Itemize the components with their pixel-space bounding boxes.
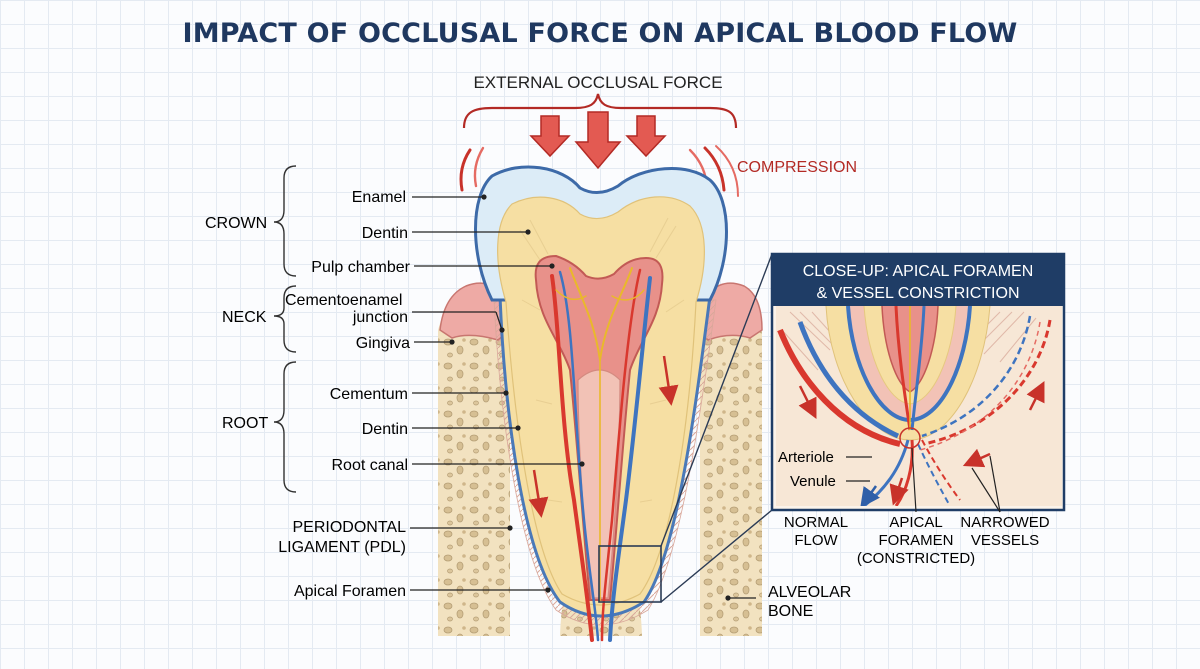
label-cej-line1: Cementoenamel	[285, 292, 402, 309]
compression-arcs	[459, 145, 739, 197]
page-title: IMPACT OF OCCLUSAL FORCE ON APICAL BLOOD…	[182, 18, 1018, 49]
closeup-panel: CLOSE-UP: APICAL FORAMEN & VESSEL CONSTR…	[770, 252, 1066, 513]
closeup-header	[772, 254, 1064, 306]
region-crown: CROWN	[205, 215, 267, 232]
caption-narrowed-line2: VESSELS	[971, 532, 1039, 549]
label-pdl-line1: PERIODONTAL	[293, 519, 407, 536]
caption-normal-line1: NORMAL	[784, 514, 848, 531]
closeup-callout	[660, 253, 773, 603]
left-labels: Enamel Dentin Pulp chamber Cementoenamel…	[278, 189, 410, 600]
apical-region-box	[598, 545, 662, 603]
closeup-narrowed-vein	[921, 315, 1032, 438]
label-apical-foramen: Apical Foramen	[294, 583, 406, 600]
label-pdl-line2: LIGAMENT (PDL)	[278, 539, 406, 556]
caption-apical-line3: (CONSTRICTED)	[857, 550, 975, 567]
tooth	[474, 165, 728, 642]
label-gingiva: Gingiva	[356, 335, 410, 352]
label-pulp-chamber: Pulp chamber	[311, 259, 410, 276]
leader-lines	[410, 194, 756, 601]
closeup-normal-vein	[797, 321, 900, 439]
closeup-captions: NORMAL FLOW APICAL FORAMEN (CONSTRICTED)…	[784, 514, 1050, 567]
closeup-narrowed-artery	[923, 319, 1052, 446]
label-cej-line2: junction	[352, 309, 408, 326]
caption-normal-line2: FLOW	[794, 532, 838, 549]
label-alveolar-bone-line1: ALVEOLAR	[768, 584, 851, 601]
closeup-normal-artery	[777, 328, 901, 447]
flow-arrows	[528, 355, 679, 518]
label-dentin-crown: Dentin	[362, 225, 408, 242]
caption-apical-line1: APICAL	[889, 514, 942, 531]
force-arrow-left	[529, 115, 571, 158]
pulp-vessels	[550, 267, 652, 642]
label-root-canal: Root canal	[332, 457, 409, 474]
force-arrows	[529, 111, 667, 170]
region-braces	[273, 165, 297, 493]
label-cementum: Cementum	[330, 386, 408, 403]
closeup-title-line1: CLOSE-UP: APICAL FORAMEN	[803, 263, 1034, 280]
closeup-venule-label: Venule	[790, 473, 836, 490]
region-neck: NECK	[222, 309, 267, 326]
force-label: EXTERNAL OCCLUSAL FORCE	[473, 73, 722, 92]
closeup-arteriole-label: Arteriole	[778, 449, 834, 466]
force-arrow-center	[574, 111, 622, 170]
label-dentin-root: Dentin	[362, 421, 408, 438]
caption-narrowed-line1: NARROWED	[960, 514, 1049, 531]
closeup-title-line2: & VESSEL CONSTRICTION	[817, 285, 1020, 302]
compression-label: COMPRESSION	[737, 159, 857, 176]
occlusal-force: EXTERNAL OCCLUSAL FORCE COMPRESSION	[459, 73, 857, 197]
force-arrow-right	[625, 115, 667, 158]
force-brace	[462, 93, 738, 129]
label-enamel: Enamel	[352, 189, 406, 206]
caption-apical-line2: FORAMEN	[879, 532, 954, 549]
region-root: ROOT	[222, 415, 268, 432]
label-alveolar-bone-line2: BONE	[768, 603, 813, 620]
